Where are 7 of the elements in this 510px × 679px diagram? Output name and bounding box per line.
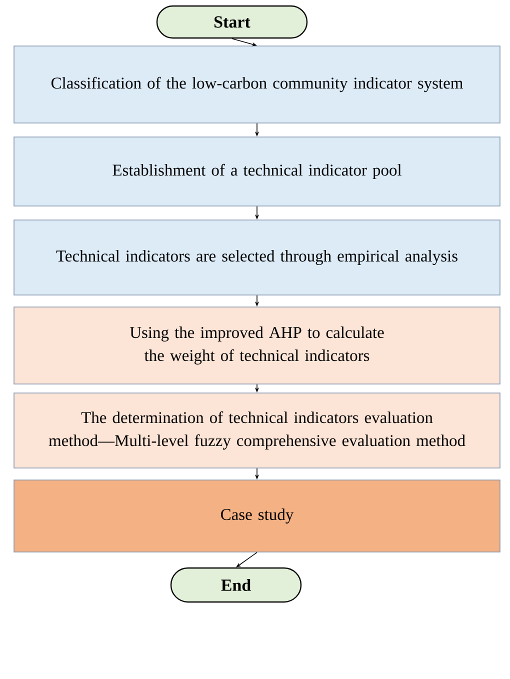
process-box: The determination of technical indicators evaluation method—Multi-level fuzzy comprehensive evaluation method <box>14 392 500 468</box>
process-box: Case study <box>14 480 500 552</box>
process-box: Establishment of a technical indicator pool <box>14 136 500 206</box>
arrow <box>236 552 258 568</box>
process-box: Classification of the low-carbon community indicator system <box>14 46 500 124</box>
process-box: Using the improved AHP to calculate the weight of technical indicators <box>14 306 500 384</box>
process-box: Technical indicators are selected through empirical analysis <box>14 220 500 296</box>
